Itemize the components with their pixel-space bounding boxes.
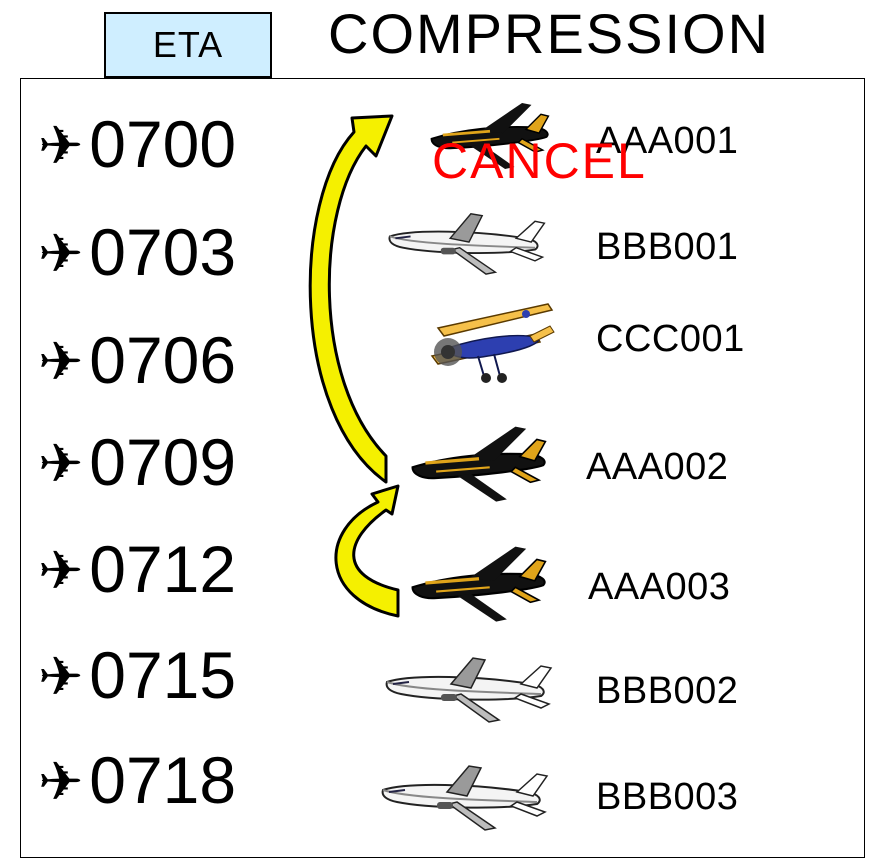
eta-row: ✈0703 (38, 210, 236, 294)
flight-callsign: CCC001 (596, 318, 745, 360)
eta-time: 0712 (89, 532, 237, 606)
flight-callsign: BBB001 (596, 226, 739, 268)
eta-time: 0718 (89, 743, 237, 817)
diagram-title: COMPRESSION (328, 2, 771, 65)
flight-callsign: BBB002 (596, 670, 739, 712)
flight-callsign: AAA003 (588, 566, 731, 608)
plane-arrow-icon: ✈ (38, 434, 84, 494)
eta-time: 0703 (89, 215, 237, 289)
eta-row: ✈0712 (38, 527, 236, 611)
eta-time: 0709 (89, 425, 237, 499)
eta-time: 0706 (89, 323, 237, 397)
eta-time: 0700 (89, 107, 237, 181)
eta-header-label: ETA (152, 24, 224, 65)
long-curved-arrow (308, 114, 394, 484)
eta-row: ✈0709 (38, 420, 236, 504)
eta-row: ✈0715 (38, 633, 236, 717)
eta-header-tab: ETA (104, 12, 272, 78)
plane-arrow-icon: ✈ (38, 116, 84, 176)
plane-arrow-icon: ✈ (38, 224, 84, 284)
flight-callsign: BBB003 (596, 776, 739, 818)
cancel-label: CANCEL (432, 133, 647, 189)
flight-callsign: AAA001 (596, 120, 739, 162)
short-curved-arrow (334, 484, 400, 618)
plane-arrow-icon: ✈ (38, 332, 84, 392)
eta-row: ✈0700 (38, 102, 236, 186)
eta-row: ✈0718 (38, 738, 236, 822)
plane-arrow-icon: ✈ (38, 647, 84, 707)
eta-time: 0715 (89, 638, 237, 712)
plane-arrow-icon: ✈ (38, 541, 84, 601)
flight-callsign: AAA002 (586, 446, 729, 488)
eta-row: ✈0706 (38, 318, 236, 402)
plane-arrow-icon: ✈ (38, 752, 84, 812)
